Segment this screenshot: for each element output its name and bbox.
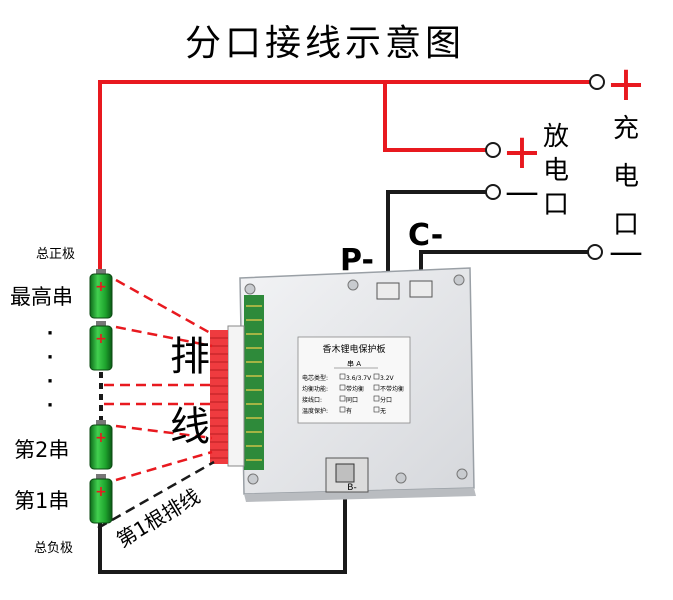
sticker-series-line: 串 A [347,360,361,368]
charge-negative-terminal [587,244,603,260]
discharge-minus-sign: — [505,172,539,212]
battery-cell-second [89,420,113,470]
board-sticker: 香木锂电保护板 串 A 电芯类型: 3.6/3.7V 3.2V 均衡功能: 带均… [297,336,411,424]
sticker-row-label: 温度保护: [302,407,328,415]
sticker-title: 香木锂电保护板 [322,343,385,355]
b-minus-label: B- [347,483,356,493]
charge-label-char: 口 [613,210,639,240]
ellipsis-dot: · [47,395,54,416]
harness-label-top: 排 [170,334,210,380]
first-series-label: 第1串 [14,489,69,513]
cell-plus-sign: + [95,279,107,295]
sticker-row-option: 无 [380,408,386,415]
discharge-label-char: 放 [543,122,569,152]
positive-wires [98,80,592,280]
sticker-row-option: 3.2V [380,375,395,382]
first-balance-wire [97,460,215,530]
sticker-row-option: 不带均衡 [380,385,404,393]
total-negative-label: 总负极 [34,541,73,556]
sticker-row-option: 3.6/3.7V [346,375,372,382]
cell-plus-sign: + [95,484,107,500]
harness-connector [210,325,245,467]
sticker-row-label: 接线口: [302,396,322,404]
ellipsis-dot: · [47,347,54,368]
charge-port-label: 充 电 口 [613,114,639,240]
sticker-row-option: 有 [346,407,352,415]
discharge-port-label: 放 电 口 [543,122,569,220]
sticker-row-label: 均衡功能: [302,385,328,393]
sticker-row-option: 分口 [380,396,392,404]
discharge-label-char: 电 [543,156,569,186]
sticker-row-option: 带均衡 [346,385,364,393]
balance-wires-red [104,278,213,482]
second-series-label: 第2串 [14,438,69,462]
charge-label-char: 电 [613,162,639,192]
c-minus-label: C- [408,218,443,253]
cell-plus-sign: + [95,430,107,446]
discharge-positive-terminal [485,142,501,158]
discharge-plus-sign: + [502,124,542,180]
ellipsis-dot: · [47,323,54,344]
sticker-row-label: 电芯类型: [302,374,328,382]
sticker-row-option: 同口 [346,397,358,404]
charge-plus-sign: + [606,56,646,112]
discharge-label-char: 口 [543,190,569,220]
harness-label-bottom: 线 [170,404,210,450]
charge-label-char: 充 [613,114,639,144]
discharge-negative-terminal [485,184,501,200]
ellipsis-dot: · [47,371,54,392]
battery-cell-second-highest [89,321,113,371]
battery-cell-first [89,474,113,524]
charge-minus-sign: — [609,232,643,272]
diagram-title: 分口接线示意图 [185,23,465,64]
highest-series-label: 最高串 [10,285,73,309]
charge-positive-terminal [589,74,605,90]
cell-plus-sign: + [95,331,107,347]
total-positive-label: 总正极 [36,247,75,262]
battery-cell-top [89,269,113,319]
